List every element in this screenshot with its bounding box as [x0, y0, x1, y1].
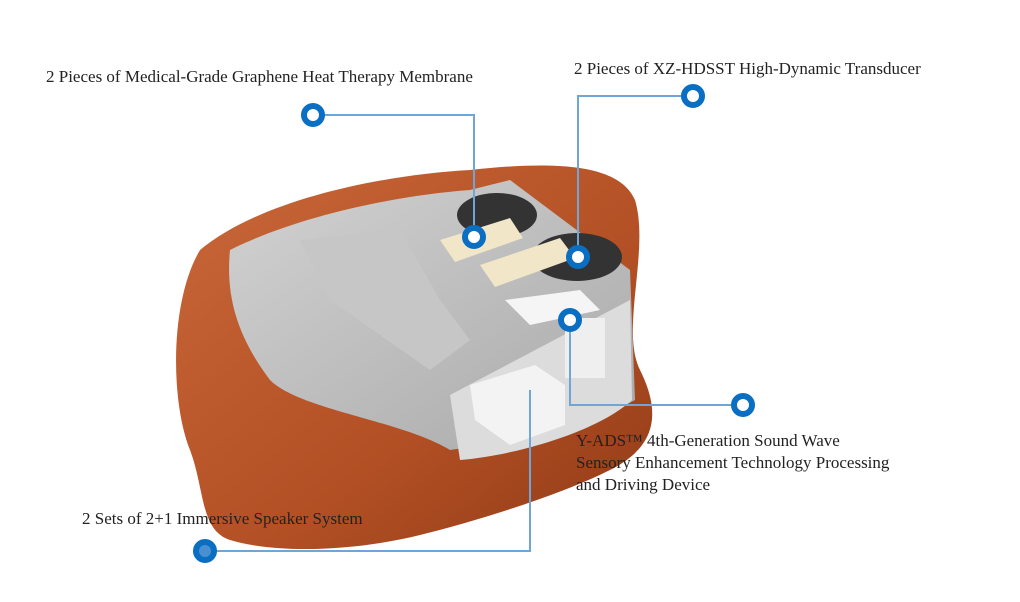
callout-marker-icon [731, 393, 755, 417]
callout-processor-line-2: Sensory Enhancement Technology Processin… [576, 453, 890, 472]
callout-processor-line-1: Y-ADS™ 4th-Generation Sound Wave [576, 431, 840, 450]
callout-heat-membrane: 2 Pieces of Medical-Grade Graphene Heat … [46, 67, 473, 86]
callout-marker-icon [566, 245, 590, 269]
callout-marker-icon [462, 225, 486, 249]
callout-markers [193, 84, 755, 563]
callout-marker-icon [558, 308, 582, 332]
heat-membrane-2 [480, 238, 575, 287]
callout-transducer: 2 Pieces of XZ-HDSST High-Dynamic Transd… [574, 59, 921, 78]
callout-processor: Y-ADS™ 4th-Generation Sound Wave Sensory… [576, 430, 889, 496]
processor-unit [505, 290, 600, 325]
foam-channel [300, 230, 470, 370]
speaker-box [470, 365, 565, 445]
callout-processor-line-3: and Driving Device [576, 475, 711, 494]
callout-marker-icon [681, 84, 705, 108]
callout-speaker: 2 Sets of 2+1 Immersive Speaker System [82, 509, 363, 528]
callout-marker-icon [301, 103, 325, 127]
callout-marker-icon [193, 539, 217, 563]
leader-lines [205, 95, 743, 552]
